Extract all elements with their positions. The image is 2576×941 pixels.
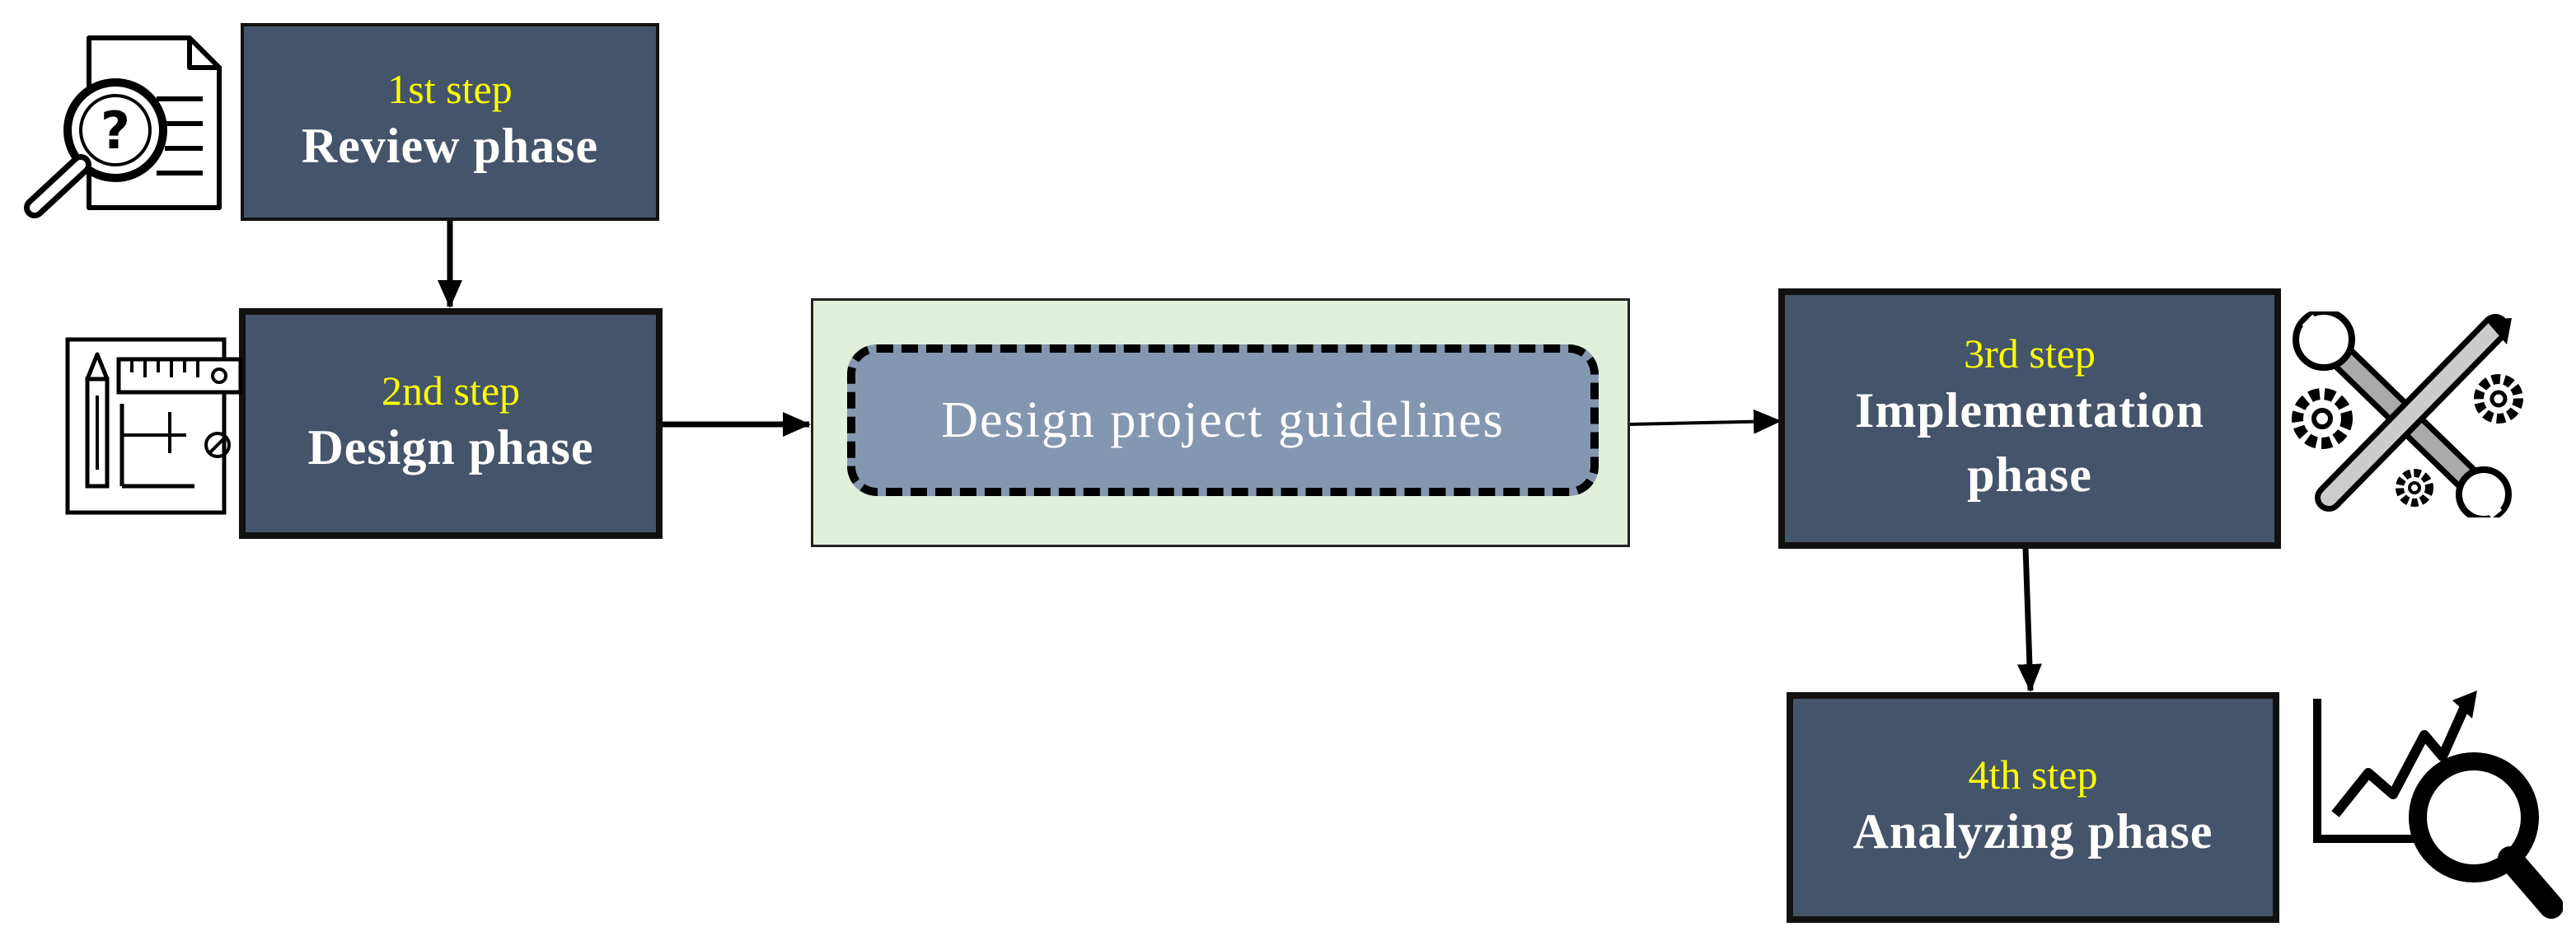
- implementation-phase-box: 3rd step Implementation phase: [1778, 288, 2281, 549]
- design-phase-box: 2nd step Design phase: [239, 308, 663, 539]
- phase-label: Analyzing phase: [1852, 803, 2213, 859]
- phase-label-line1: Implementation: [1855, 382, 2204, 438]
- arrow-guidelines-to-implementation: [1628, 409, 1782, 434]
- step-label: 3rd step: [1964, 330, 2096, 377]
- step-label: 4th step: [1968, 751, 2098, 798]
- guidelines-label: Design project guidelines: [941, 391, 1505, 448]
- step-label: 2nd step: [381, 368, 521, 414]
- chart-magnifier-icon: [2313, 691, 2563, 919]
- phase-label-line2: phase: [1967, 447, 2092, 502]
- svg-text:?: ?: [101, 101, 130, 161]
- tools-gears-icon: [2292, 311, 2523, 517]
- arrow-implementation-to-analyzing: [2016, 546, 2042, 692]
- step-label: 1st step: [387, 66, 513, 113]
- guidelines-box: Design project guidelines: [847, 344, 1599, 496]
- phase-label: Design phase: [307, 419, 594, 475]
- review-phase-box: 1st step Review phase: [241, 23, 659, 221]
- analyzing-phase-box: 4th step Analyzing phase: [1787, 692, 2279, 923]
- phase-label: Review phase: [301, 118, 599, 173]
- drafting-tools-icon: [65, 337, 243, 515]
- document-magnifier-icon: ?: [24, 35, 222, 218]
